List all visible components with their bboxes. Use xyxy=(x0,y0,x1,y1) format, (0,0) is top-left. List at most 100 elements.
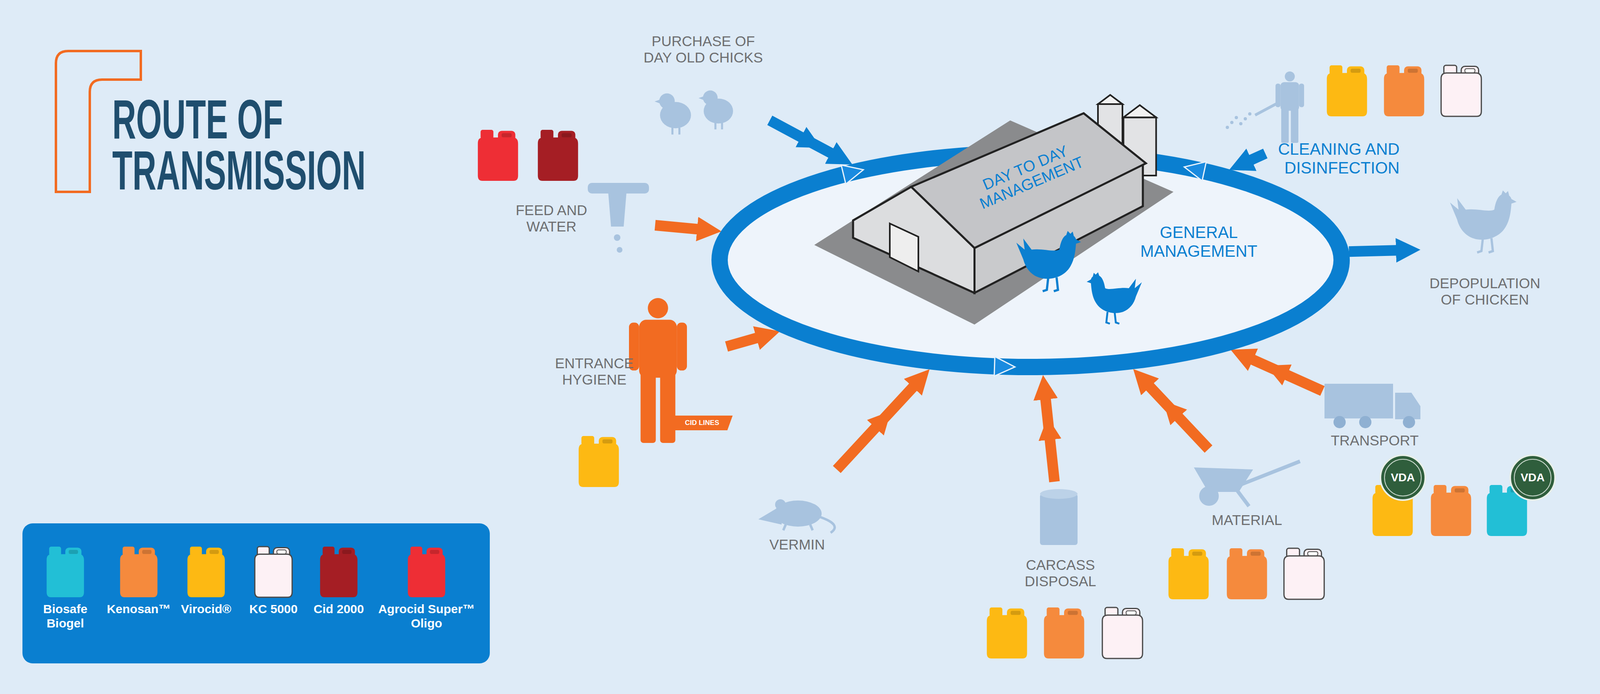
chicken-legs xyxy=(1477,238,1494,253)
ring-arrow xyxy=(994,356,1016,377)
legend-label: KC 5000 xyxy=(240,602,307,617)
spray-mist xyxy=(1225,125,1229,129)
certification-badge xyxy=(1380,455,1426,500)
chicken-legs xyxy=(1042,277,1058,292)
jug-body xyxy=(1168,555,1209,600)
person-arm xyxy=(676,322,687,371)
node-label: ENTRANCE HYGIENE xyxy=(553,355,636,389)
chick-legs xyxy=(672,127,680,135)
truck-wheel xyxy=(1359,415,1372,429)
jug-hole xyxy=(602,439,613,444)
ring-arrow xyxy=(841,160,866,184)
legend-entry: KC 5000 xyxy=(240,545,307,617)
chicken-body xyxy=(1450,193,1517,240)
jug-body xyxy=(1326,73,1368,117)
jug-body xyxy=(1441,73,1482,117)
jug-body xyxy=(407,554,446,598)
chick-beak xyxy=(654,99,660,104)
node-label: CLEANING AND DISINFECTION xyxy=(1273,139,1400,178)
truck-cargo xyxy=(1324,383,1394,419)
transmission-arrow xyxy=(1044,391,1055,482)
person-torso xyxy=(639,319,677,378)
legend-label: Kenosan™ xyxy=(104,602,174,617)
product-jug xyxy=(1326,65,1368,117)
product-jug xyxy=(320,546,358,598)
product-jug xyxy=(537,129,579,181)
node-label: VERMIN xyxy=(758,536,836,553)
jug-body xyxy=(1044,615,1085,659)
legend-label: Agrocid Super™ Oligo xyxy=(376,602,477,631)
badge-text: VDA xyxy=(1510,455,1556,500)
chicken-comb xyxy=(1092,272,1100,277)
transmission-arrow xyxy=(1245,356,1323,391)
chick-head xyxy=(659,93,675,109)
chick-icon xyxy=(698,90,734,130)
chicken-comb xyxy=(1501,190,1510,196)
product-jug xyxy=(1168,548,1209,600)
legend-swatch xyxy=(183,545,229,598)
product-jug xyxy=(986,607,1028,659)
spray-mist xyxy=(1234,115,1238,120)
jug-hole xyxy=(1126,610,1137,615)
chicken-comb xyxy=(1066,231,1074,236)
diagram-title: ROUTE OF TRANSMISSION xyxy=(112,93,382,196)
product-jug xyxy=(254,546,293,598)
jug-hole xyxy=(1464,68,1476,73)
chick-legs xyxy=(715,122,723,130)
transmission-arrow xyxy=(1348,250,1405,252)
jug-body xyxy=(1384,73,1425,117)
jug-body xyxy=(578,443,620,487)
jug-body xyxy=(120,554,158,598)
transmission-arrow xyxy=(726,335,765,347)
jug-body xyxy=(986,615,1028,659)
legend-swatch xyxy=(42,545,89,598)
jug-hole xyxy=(501,133,512,138)
management-ellipse: GENERAL MANAGEMENTDAY TO DAY MANAGEMENT xyxy=(711,144,1350,376)
person-icon xyxy=(628,297,687,443)
certification-badge xyxy=(1510,455,1556,500)
transmission-arrow xyxy=(769,120,838,157)
legend-swatch xyxy=(250,545,297,598)
chicken-icon xyxy=(1450,190,1517,253)
legend-swatch xyxy=(315,545,362,598)
person-icon xyxy=(1275,71,1305,143)
water-drop xyxy=(613,234,621,241)
jug-body xyxy=(254,554,293,598)
legend-entry: Kenosan™ xyxy=(104,545,174,617)
product-jug xyxy=(1431,484,1472,536)
jug-hole xyxy=(342,549,352,554)
chicken-icon xyxy=(1016,231,1081,292)
product-jug xyxy=(1384,65,1425,117)
legend-entry: Cid 2000 xyxy=(306,545,372,617)
ring-arrow xyxy=(1182,157,1207,181)
product-jug xyxy=(1226,548,1268,600)
legend-entry: Agrocid Super™ Oligo xyxy=(376,545,477,631)
jug-hole xyxy=(1454,488,1465,493)
legend-entry: Virocid® xyxy=(175,545,237,617)
jug-hole xyxy=(209,549,219,554)
wheelbarrow-tray xyxy=(1193,467,1254,492)
faucet-spout xyxy=(608,191,627,227)
spray-mist xyxy=(1230,120,1234,125)
jug-hole xyxy=(1010,610,1021,615)
chicken-legs xyxy=(1106,311,1120,324)
legend-swatch xyxy=(115,545,162,598)
chicken-body xyxy=(1086,275,1142,314)
node-label: PURCHASE OF DAY OLD CHICKS xyxy=(640,33,767,67)
jug-body xyxy=(1284,555,1325,600)
spray-lance xyxy=(1255,102,1280,116)
chick-icon xyxy=(654,93,692,135)
jug-hole xyxy=(1350,68,1361,73)
node-label: CARCASS DISPOSAL xyxy=(1019,556,1102,590)
node-label: MATERIAL xyxy=(1200,511,1294,529)
chick-beak xyxy=(698,96,704,100)
jug-body xyxy=(1486,492,1528,536)
rat-ear xyxy=(775,499,786,510)
spray-mist xyxy=(1243,117,1247,121)
jug-hole xyxy=(1407,68,1418,73)
rat-legs xyxy=(783,524,813,531)
bin-top xyxy=(1040,488,1078,499)
jug-body xyxy=(477,137,519,181)
water-drop xyxy=(616,246,623,253)
person-leg xyxy=(660,370,676,444)
